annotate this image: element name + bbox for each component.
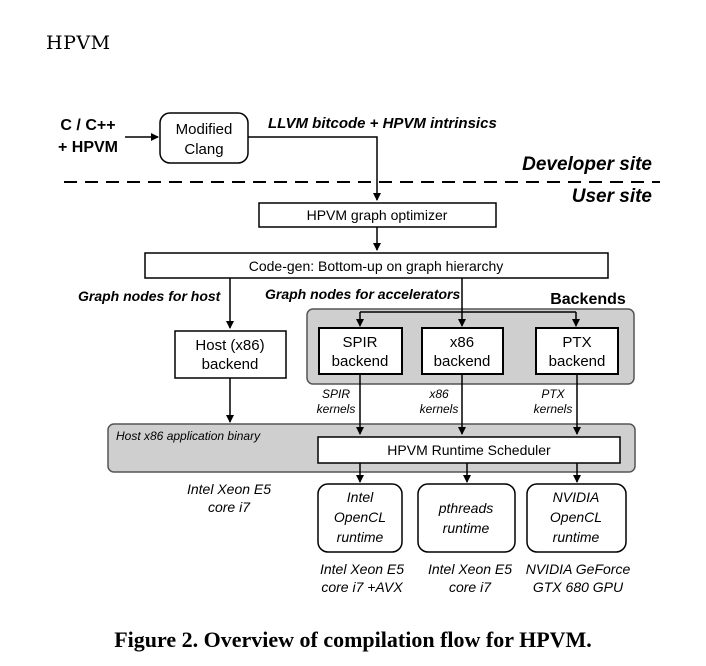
ptx-backend-line1: PTX — [562, 334, 591, 351]
x86-backend-box — [421, 327, 504, 375]
graph-optimizer-label: HPVM graph optimizer — [307, 207, 448, 223]
hw-1-line1: Intel Xeon E5 — [320, 561, 404, 577]
user-site-label: User site — [572, 186, 653, 207]
input-lang-line2: + HPVM — [58, 139, 118, 156]
runtime-3-line2: OpenCL — [550, 509, 602, 525]
host-backend-line1: Host (x86) — [195, 337, 264, 354]
clang-line2: Clang — [184, 141, 223, 158]
clang-line1: Modified — [176, 121, 233, 138]
hw-3-line1: NVIDIA GeForce — [526, 561, 631, 577]
host-backend-box — [174, 330, 287, 379]
arrow-clang-optimizer — [248, 136, 381, 201]
spir-kernels-line2: kernels — [317, 402, 356, 416]
clang-box — [159, 112, 249, 164]
graph-nodes-host-label: Graph nodes for host — [78, 288, 222, 304]
runtime-3-line3: runtime — [553, 529, 600, 545]
graph-optimizer-box — [258, 202, 497, 228]
hw-1-line2: core i7 +AVX — [321, 579, 403, 595]
x86-kernels-line1: x86 — [428, 387, 449, 401]
spir-backend-box — [318, 327, 403, 375]
host-binary-label: Host x86 application binary — [116, 429, 261, 443]
runtime-scheduler-label: HPVM Runtime Scheduler — [387, 442, 551, 458]
input-lang-line1: C / C++ — [60, 117, 115, 134]
spir-kernels-line1: SPIR — [322, 387, 350, 401]
page-header: HPVM — [46, 32, 111, 54]
runtime-box-intel-opencl — [317, 483, 403, 553]
ptx-kernels-line1: PTX — [541, 387, 565, 401]
hw-2-line1: Intel Xeon E5 — [428, 561, 512, 577]
x86-backend-line2: backend — [434, 353, 491, 370]
spir-backend-line1: SPIR — [342, 334, 377, 351]
hw-3-line2: GTX 680 GPU — [533, 579, 624, 595]
runtime-box-nvidia-opencl — [526, 483, 627, 553]
host-hw-line1: Intel Xeon E5 — [187, 481, 271, 497]
host-backend-line2: backend — [202, 356, 259, 373]
runtime-3-line1: NVIDIA — [553, 489, 600, 505]
runtime-scheduler-box — [317, 436, 621, 464]
hw-2-line2: core i7 — [449, 579, 492, 595]
spir-backend-line2: backend — [332, 353, 389, 370]
codegen-box — [144, 252, 609, 279]
graph-nodes-accel-label: Graph nodes for accelerators — [265, 286, 461, 302]
runtime-1-line2: OpenCL — [334, 509, 386, 525]
runtime-2-line2: runtime — [443, 520, 490, 536]
figure-caption: Figure 2. Overview of compilation flow f… — [114, 627, 592, 652]
host-hw-line2: core i7 — [208, 499, 251, 515]
backends-title: Backends — [550, 291, 626, 308]
x86-kernels-line2: kernels — [420, 402, 459, 416]
ptx-kernels-line2: kernels — [534, 402, 573, 416]
bitcode-label: LLVM bitcode + HPVM intrinsics — [268, 115, 497, 132]
runtime-2-line1: pthreads — [438, 500, 493, 516]
codegen-label: Code-gen: Bottom-up on graph hierarchy — [249, 258, 503, 274]
x86-backend-line1: x86 — [450, 334, 474, 351]
runtime-1-line3: runtime — [337, 529, 384, 545]
runtime-1-line1: Intel — [347, 489, 374, 505]
developer-site-label: Developer site — [522, 154, 652, 175]
runtime-box-pthreads — [417, 483, 516, 553]
ptx-backend-line2: backend — [549, 353, 606, 370]
